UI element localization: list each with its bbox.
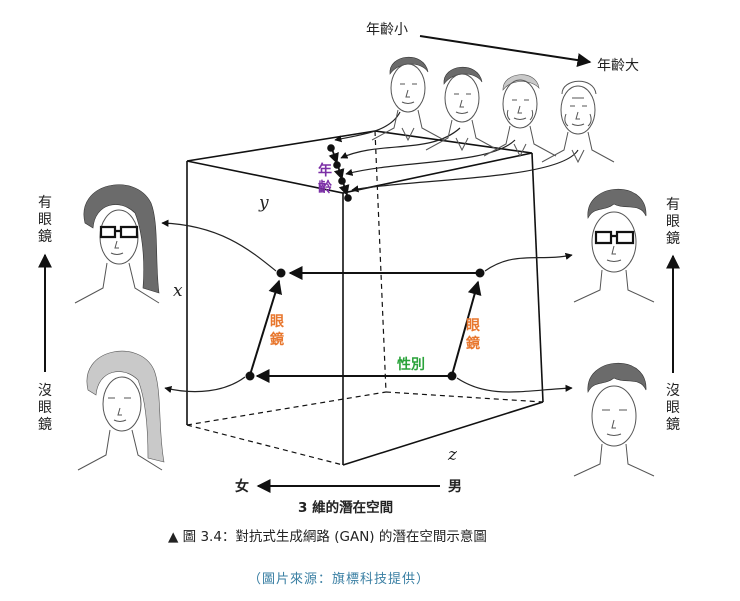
man-without-glasses (573, 362, 655, 477)
point-male-glasses (475, 268, 485, 278)
age-old-label: 年齡大 (597, 58, 639, 74)
male-label: 男 (448, 479, 462, 495)
left-no-glasses-char-1: 沒 (38, 382, 52, 399)
woman-without-glasses (77, 350, 165, 471)
image-source: （圖片來源：旗標科技提供） (248, 571, 430, 587)
right-no-glasses-char-2: 眼 (666, 400, 680, 416)
age-chain (327, 144, 352, 202)
age-face-1 (371, 56, 445, 142)
connectors (161, 111, 579, 393)
right-has-glasses-char-3: 鏡 (666, 231, 680, 247)
axis-y-label: y (258, 193, 269, 213)
age-axis-char-2: 齡 (318, 179, 332, 196)
age-axis-char-1: 年 (318, 162, 332, 179)
axis-z-label: z (447, 445, 458, 465)
left-has-glasses-char-2: 眼 (38, 212, 52, 228)
left-no-glasses-char-2: 眼 (38, 400, 52, 416)
latent-cube (186, 130, 544, 466)
right-glasses-legend: 有 眼 鏡 沒 眼 鏡 (666, 197, 680, 433)
left-glasses-legend: 有 眼 鏡 沒 眼 鏡 (38, 195, 52, 433)
point-female-noglasses (245, 371, 255, 381)
man-with-glasses (573, 188, 655, 303)
glasses-axis-left-char-1: 眼 (270, 314, 284, 330)
woman-with-glasses (74, 184, 160, 304)
glasses-axis-right-char-1: 眼 (466, 318, 480, 334)
age-young-label: 年齡小 (366, 22, 408, 38)
age-face-2 (425, 66, 499, 152)
left-no-glasses-char-3: 鏡 (38, 417, 52, 433)
point-female-glasses (276, 268, 286, 278)
right-has-glasses-char-1: 有 (666, 197, 680, 213)
left-has-glasses-char-3: 鏡 (38, 229, 52, 245)
right-no-glasses-char-3: 鏡 (666, 417, 680, 433)
female-label: 女 (235, 478, 249, 495)
point-male-noglasses (447, 371, 457, 381)
figure-caption: ▲ 圖 3.4：對抗式生成網路 (GAN) 的潛在空間示意圖 (168, 528, 487, 545)
glasses-axis-right-char-2: 鏡 (466, 335, 480, 352)
axis-x-label: x (173, 281, 183, 301)
age-direction-arrow (419, 35, 592, 68)
age-face-3 (483, 74, 557, 158)
space-title: 3 維的潛在空間 (298, 499, 393, 516)
gender-axis-label: 性別 (397, 356, 425, 373)
latent-vectors (245, 266, 485, 383)
glasses-axis-left-char-2: 鏡 (270, 331, 284, 348)
right-no-glasses-char-1: 沒 (666, 382, 680, 399)
right-has-glasses-char-2: 眼 (666, 214, 680, 230)
left-has-glasses-char-1: 有 (38, 195, 52, 211)
age-face-4 (541, 80, 615, 164)
